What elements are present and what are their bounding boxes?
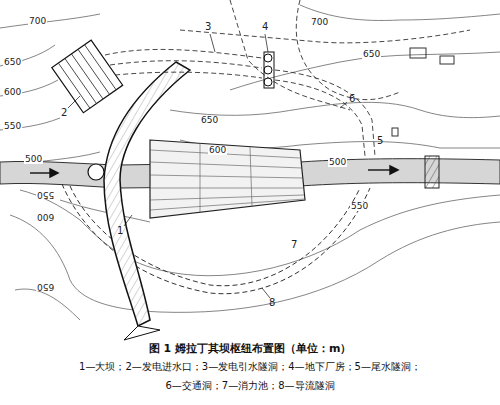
contour-elevation: 550	[3, 122, 22, 131]
legend-key: 1—大坝；2—发电进水口；3—发电引水隧洞；4—地下厂房；5—尾水隧洞；	[79, 361, 421, 372]
contour-elevation: 550	[36, 190, 55, 199]
contour-elevation: 700	[310, 18, 329, 27]
callout-number: 5	[376, 136, 384, 146]
contour-elevation: 650	[36, 282, 55, 291]
contour-elevation: 600	[3, 88, 22, 97]
callout-number: 7	[290, 240, 298, 250]
callout-number: 8	[268, 298, 276, 308]
contour-elevation: 550	[350, 202, 369, 211]
contour-elevation: 600	[36, 212, 55, 221]
contour-elevation: 650	[3, 58, 22, 67]
callout-number: 1	[116, 226, 124, 236]
contour-elevation: 500	[328, 158, 347, 167]
contour-elevation: 700	[28, 17, 47, 26]
contour-elevation: 650	[362, 50, 381, 59]
contour-elevation: 650	[200, 116, 219, 125]
callout-number: 2	[60, 108, 68, 118]
contour-elevation: 500	[24, 155, 43, 164]
callout-number: 4	[261, 22, 269, 32]
figure-caption: 图 1 姆拉丁其坝枢纽布置图（单位：m）	[149, 343, 352, 355]
callout-number: 3	[204, 22, 212, 32]
legend-key: 6—交通洞；7—消力池；8—导流隧洞	[165, 380, 334, 391]
contour-elevation: 600	[208, 146, 227, 155]
callout-number: 6	[348, 94, 356, 104]
